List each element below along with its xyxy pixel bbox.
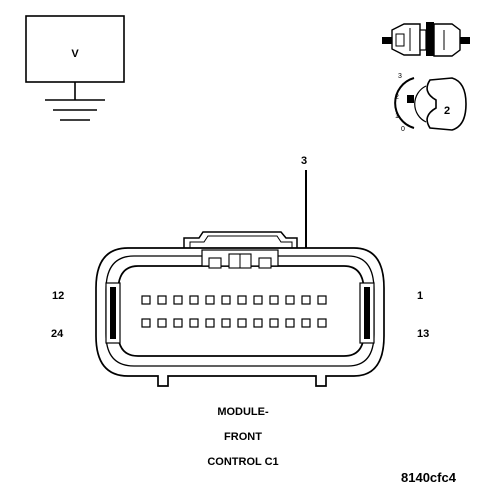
pin-cavity-22 [173, 318, 183, 328]
test-step-number: 2 [444, 105, 450, 117]
pin-cavity-8 [205, 295, 215, 305]
pin-cavity-10 [173, 295, 183, 305]
pin-cavity-13 [317, 318, 327, 328]
pin-cavity-3 [285, 295, 295, 305]
caption-line-2: FRONT [224, 431, 262, 443]
voltmeter-symbol: V [25, 15, 125, 121]
pin-cavity-21 [189, 318, 199, 328]
figure-code: 8140cfc4 [401, 470, 457, 485]
pin-cavity-1 [317, 295, 327, 305]
pin-cavity-14 [301, 318, 311, 328]
pin-cavity-7 [221, 295, 231, 305]
probe-connector-icon [382, 22, 470, 57]
pin-label-12: 12 [52, 290, 64, 302]
tick-label-1: 1 [395, 113, 399, 120]
pin-label-1: 1 [417, 290, 423, 302]
pin-cavity-16 [269, 318, 279, 328]
ground-icon [45, 82, 105, 121]
voltmeter-label: V [71, 48, 79, 60]
pin-cavity-12 [141, 295, 151, 305]
tick-label-2: 2 [395, 94, 399, 101]
tick-label-3: 3 [398, 73, 402, 80]
pin-cavity-15 [285, 318, 295, 328]
caption-line-3: CONTROL C1 [207, 456, 278, 468]
pin-cavity-9 [189, 295, 199, 305]
pin-cavity-18 [237, 318, 247, 328]
pin-cavity-17 [253, 318, 263, 328]
test-step-icon: 2 3 2 1 0 [394, 73, 467, 133]
caption-line-1: MODULE- [217, 406, 269, 418]
pin-label-13: 13 [417, 328, 429, 340]
connector-body [95, 231, 385, 387]
callout-number: 3 [301, 155, 307, 167]
tick-label-0: 0 [401, 126, 405, 133]
pin-cavity-4 [269, 295, 279, 305]
pin-cavity-5 [253, 295, 263, 305]
pin-cavity-6 [237, 295, 247, 305]
pin-cavity-24 [141, 318, 151, 328]
pin-label-24: 24 [51, 328, 64, 340]
pin-cavity-20 [205, 318, 215, 328]
pin-grid [141, 295, 327, 328]
pin-cavity-19 [221, 318, 231, 328]
pin-cavity-11 [157, 295, 167, 305]
pin-cavity-23 [157, 318, 167, 328]
pin-cavity-2 [301, 295, 311, 305]
